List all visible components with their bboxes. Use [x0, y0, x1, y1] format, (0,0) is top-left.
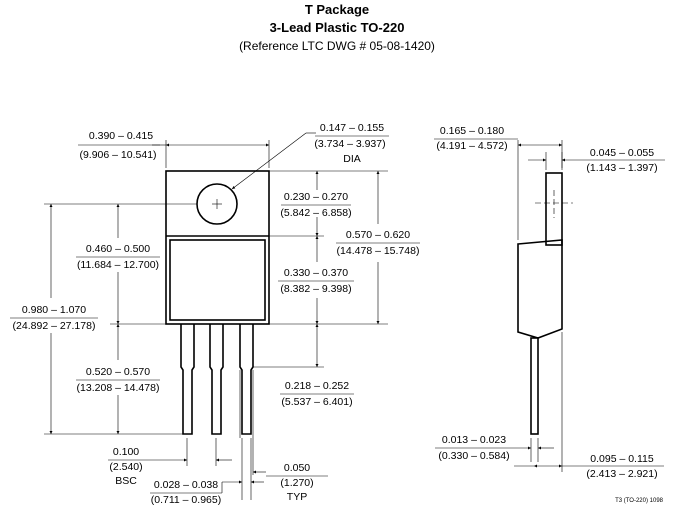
- dim-leadwide-mm: (1.270): [280, 477, 313, 489]
- dim-pitch-note: BSC: [115, 475, 137, 487]
- drawing-reference: (Reference LTC DWG # 05-08-1420): [239, 39, 435, 53]
- side-lead: [530, 337, 539, 435]
- package-body-outline: [165, 170, 270, 325]
- page-title: T Package: [305, 2, 369, 17]
- dim-leadlength-in: 0.520 – 0.570: [86, 366, 150, 378]
- dim-pitch-mm: (2.540): [109, 461, 142, 473]
- molded-body: [169, 239, 266, 321]
- dim-tabthick-in: 0.045 – 0.055: [590, 147, 654, 159]
- side-view: [517, 172, 573, 435]
- dim-width-in: 0.390 – 0.415: [89, 130, 153, 142]
- dim-shoulder-in: 0.218 – 0.252: [285, 380, 349, 392]
- dim-thickness-mm: (4.191 – 4.572): [436, 140, 507, 152]
- dim-shoulder-mm: (5.537 – 6.401): [281, 396, 352, 408]
- lead-center: [209, 324, 224, 435]
- dim-leadoffset-in: 0.095 – 0.115: [590, 453, 654, 465]
- dim-thickness-in: 0.165 – 0.180: [440, 125, 504, 137]
- dim-leadlength-mm: (13.208 – 14.478): [77, 382, 160, 394]
- dim-tabtop-in: 0.230 – 0.270: [284, 191, 348, 203]
- dim-overall-mm: (24.892 – 27.178): [13, 320, 96, 332]
- dim-leadwidth-mm: (0.711 – 0.965): [151, 494, 221, 506]
- dim-hole-note: DIA: [343, 153, 361, 165]
- dim-overall-in: 0.980 – 1.070: [22, 304, 86, 316]
- dim-leadwidth-in: 0.028 – 0.038: [154, 479, 218, 491]
- side-tab: [545, 172, 563, 246]
- dim-pitch-in: 0.100: [113, 446, 139, 458]
- side-dimensions: [514, 140, 580, 472]
- front-dimensions: [44, 132, 388, 500]
- dim-bodyheight-in: 0.570 – 0.620: [346, 229, 410, 241]
- dim-leadwide-note: TYP: [287, 491, 307, 503]
- dim-hole-mm: (3.734 – 3.937): [314, 138, 385, 150]
- dim-width-mm: (9.906 – 10.541): [79, 149, 156, 161]
- lead-left: [180, 324, 195, 435]
- dim-holeseat-mm: (11.684 – 12.700): [77, 259, 159, 271]
- dim-tabthick-mm: (1.143 – 1.397): [586, 162, 657, 174]
- page-subtitle: 3-Lead Plastic TO-220: [270, 20, 405, 35]
- dim-bodyheight-mm: (14.478 – 15.748): [337, 245, 420, 257]
- front-view: [165, 170, 270, 435]
- dim-leadthick-mm: (0.330 – 0.584): [438, 450, 509, 462]
- dim-leadwide-in: 0.050: [284, 462, 310, 474]
- dim-holeseat-in: 0.460 – 0.500: [86, 243, 150, 255]
- dim-hole-in: 0.147 – 0.155: [320, 122, 384, 134]
- dim-leadthick-in: 0.013 – 0.023: [442, 434, 506, 446]
- lead-right: [239, 324, 254, 435]
- side-body: [517, 239, 563, 339]
- dim-leadoffset-mm: (2.413 – 2.921): [586, 468, 657, 480]
- dim-tabtop-mm: (5.842 – 6.858): [280, 207, 351, 219]
- dim-bodylower-in: 0.330 – 0.370: [284, 267, 348, 279]
- dim-bodylower-mm: (8.382 – 9.398): [280, 283, 351, 295]
- drawing-code: T3 (TO-220) 1098: [615, 498, 664, 504]
